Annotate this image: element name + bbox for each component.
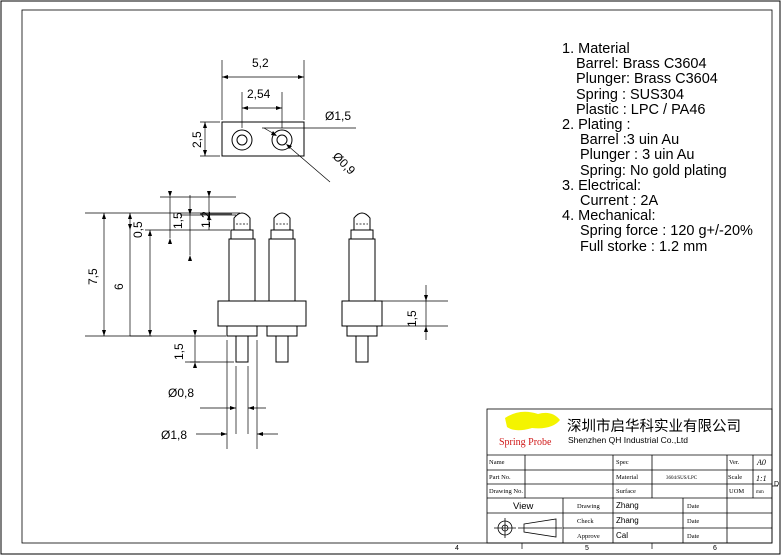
zone-label-d: D <box>774 481 779 488</box>
dim-tip-offset: 0,5 <box>131 221 145 238</box>
ver-label: Ver. <box>729 459 740 466</box>
pin-left-collar <box>230 229 254 240</box>
drawing-label: Drawing <box>577 503 600 510</box>
top-view-hole-right-outer <box>271 129 293 151</box>
side-view-single <box>341 212 383 363</box>
pin-left-barrel <box>228 238 256 302</box>
top-view-hole-left-inner <box>236 134 248 146</box>
zone-label-6: 6 <box>713 545 717 552</box>
date-label-check: Date <box>687 518 699 525</box>
pin-left-tail <box>235 335 249 363</box>
zone-label-4: 4 <box>455 545 459 552</box>
material-barrel: Barrel: Brass C3604 <box>576 56 707 73</box>
pin-single-flange <box>346 325 378 337</box>
plastic-holder-double <box>217 300 307 327</box>
material-heading: 1. Material <box>562 41 630 57</box>
dim-plunger-length: 1,5 <box>171 212 185 229</box>
material-value: 3604/SUS/LPC <box>666 476 698 481</box>
dim-plastic-height: 1,5 <box>405 310 419 327</box>
pin-single-tail <box>355 335 369 363</box>
logo-text: Spring Probe <box>499 437 552 448</box>
date-label-drawing: Date <box>687 503 699 510</box>
pin-single-tip <box>353 212 371 230</box>
check-value: Zhang <box>616 516 639 525</box>
dim-total-length: 7,5 <box>86 268 100 285</box>
pin-right-tip <box>273 212 291 230</box>
scale-value: 1:1 <box>756 474 767 483</box>
company-name-cn: 深圳市启华科实业有限公司 <box>567 418 741 435</box>
electrical-current: Current : 2A <box>580 193 659 210</box>
dim-pitch: 2,54 <box>247 87 271 101</box>
ver-value: A0 <box>756 458 766 467</box>
mechanical-spring-force: Spring force : 120 g+/-20% <box>580 223 753 240</box>
material-label: Material <box>616 474 638 481</box>
top-view-body <box>221 121 305 157</box>
plating-spring: Spring: No gold plating <box>580 162 727 179</box>
top-view <box>200 60 356 183</box>
dim-tip-height: 1,2 <box>199 211 213 228</box>
inner-border <box>21 9 773 544</box>
dim-top-width: 5,2 <box>252 56 269 70</box>
name-label: Name <box>489 459 505 466</box>
uom-label: UOM <box>729 488 744 495</box>
zone-ticks <box>521 485 778 549</box>
dim-top-height: 2,5 <box>190 131 204 148</box>
dim-plastic-hole-dia: Ø1,5 <box>325 109 351 123</box>
drawing-value: Zhang <box>616 501 639 510</box>
pin-single-collar <box>350 229 374 240</box>
title-block-grid <box>486 408 773 544</box>
side-view-double <box>217 212 307 363</box>
projection-cone <box>523 518 557 538</box>
electrical-heading: 3. Electrical: <box>562 177 641 194</box>
pin-right-flange <box>266 325 298 337</box>
side-dimension-arrows <box>102 191 428 436</box>
spec-label: Spec <box>616 459 629 466</box>
top-view-hole-left-outer <box>231 129 253 151</box>
mechanical-heading: 4. Mechanical: <box>562 208 656 225</box>
pin-left-flange <box>226 325 258 337</box>
pin-right-tail <box>275 335 289 363</box>
dim-tail-length: 1,5 <box>172 343 186 360</box>
top-view-hole-right-inner <box>276 134 288 146</box>
plating-heading: 2. Plating : <box>562 117 631 134</box>
material-plunger: Plunger: Brass C3604 <box>576 71 718 88</box>
pin-single-barrel <box>348 238 376 302</box>
dim-barrel-length: 6 <box>112 283 126 290</box>
zone-label-5: 5 <box>585 545 589 552</box>
check-label: Check <box>577 518 594 525</box>
approve-value: Cal <box>616 531 628 540</box>
part-no-label: Part No. <box>489 474 511 481</box>
date-label-approve: Date <box>687 533 699 540</box>
scale-label: Scale <box>728 474 742 481</box>
view-label: View <box>513 501 534 512</box>
drawing-no-label: Drawing No. <box>489 488 523 495</box>
plating-plunger: Plunger : 3 uin Au <box>580 147 695 164</box>
dim-tail-dia: Ø0,8 <box>168 386 194 400</box>
material-spring: Spring : SUS304 <box>576 86 685 103</box>
mechanical-full-stroke: Full storke : 1.2 mm <box>580 238 708 255</box>
company-logo: Spring Probe <box>499 411 560 448</box>
dim-plunger-dia-top: Ø0,9 <box>330 149 359 178</box>
specification-notes: 1. Material Barrel: Brass C3604 Plunger:… <box>562 41 753 255</box>
dim-plastic-dia: Ø1,8 <box>161 428 187 442</box>
pin-right-barrel <box>268 238 296 302</box>
uom-value: mm <box>756 490 764 495</box>
pin-left-tip <box>233 212 251 230</box>
plating-barrel: Barrel :3 uin Au <box>580 132 680 149</box>
plastic-holder-single <box>341 300 383 327</box>
material-plastic: Plastic : LPC / PA46 <box>576 101 706 118</box>
pin-right-collar <box>270 229 294 240</box>
projection-symbol <box>494 518 562 538</box>
company-name-en: Shenzhen QH Industrial Co.,Ltd <box>568 435 688 445</box>
surface-label: Surface <box>616 488 636 495</box>
approve-label: Approve <box>577 533 600 540</box>
side-dimension-lines <box>85 195 448 449</box>
